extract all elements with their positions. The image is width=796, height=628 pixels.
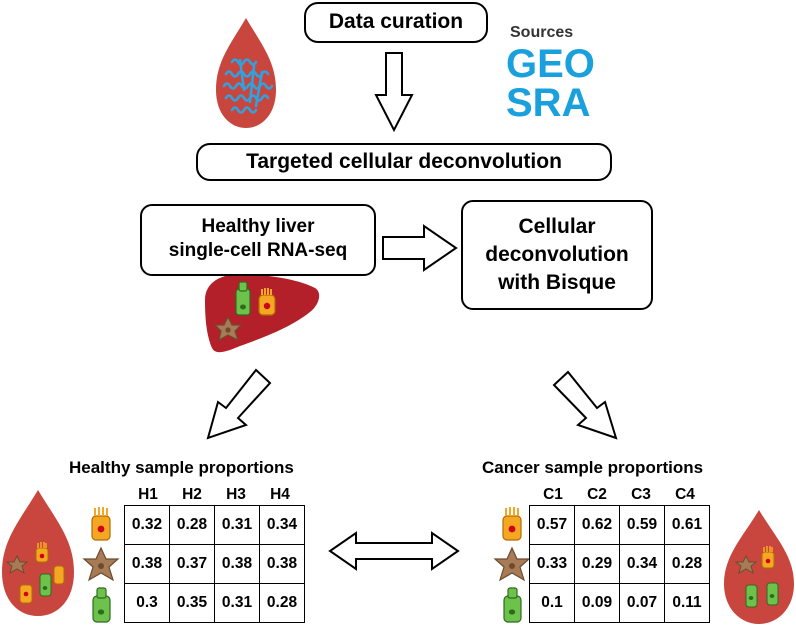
- data-curation-label: Data curation: [328, 10, 464, 33]
- reference-line-2: single-cell RNA-seq: [168, 240, 348, 261]
- table-cell: 0.38: [214, 544, 260, 584]
- table-row: 0.33 0.29 0.34 0.28: [529, 544, 710, 584]
- table-cell: 0.29: [574, 544, 620, 584]
- healthy-row-hepatocyte-icon: [91, 507, 111, 541]
- down-arrow-icon: [374, 52, 414, 133]
- stellate-cell-icon: [213, 315, 243, 342]
- healthy-proportions-table: 0.32 0.28 0.31 0.34 0.38 0.37 0.38 0.38 …: [124, 505, 305, 623]
- left-diagonal-arrow-icon: [206, 368, 272, 440]
- table-row: 0.32 0.28 0.31 0.34: [124, 505, 305, 545]
- sources-label: Sources: [510, 24, 574, 41]
- healthy-col-header: H4: [270, 486, 290, 503]
- reference-line-1: Healthy liver: [201, 216, 315, 237]
- table-cell: 0.34: [259, 505, 305, 545]
- table-cell: 0.28: [259, 583, 305, 623]
- right-diagonal-arrow-icon: [552, 370, 618, 440]
- source-geo: GEO: [506, 42, 595, 86]
- table-cell: 0.33: [529, 544, 575, 584]
- table-cell: 0.31: [214, 583, 260, 623]
- healthy-blood-drop-icon: [2, 490, 74, 616]
- table-cell: 0.1: [529, 583, 575, 623]
- table-cell: 0.32: [124, 505, 170, 545]
- cancer-title: Cancer sample proportions: [482, 458, 704, 477]
- double-arrow-icon: [328, 531, 460, 571]
- cancer-blood-drop-icon: [724, 510, 794, 624]
- table-cell: 0.31: [214, 505, 260, 545]
- table-row: 0.1 0.09 0.07 0.11: [529, 583, 710, 623]
- method-line-3: with Bisque: [498, 271, 616, 294]
- healthy-title: Healthy sample proportions: [69, 458, 294, 477]
- healthy-col-header: H2: [182, 486, 202, 503]
- table-cell: 0.07: [619, 583, 665, 623]
- right-arrow-icon: [382, 224, 458, 272]
- table-cell: 0.35: [169, 583, 215, 623]
- source-sra: SRA: [506, 81, 591, 125]
- healthy-col-header: H1: [138, 486, 158, 503]
- table-row: 0.57 0.62 0.59 0.61: [529, 505, 710, 545]
- table-cell: 0.37: [169, 544, 215, 584]
- healthy-row-stellate-icon: [82, 546, 120, 582]
- table-cell: 0.28: [169, 505, 215, 545]
- table-cell: 0.57: [529, 505, 575, 545]
- method-line-1: Cellular: [518, 215, 596, 238]
- table-cell: 0.34: [619, 544, 665, 584]
- table-row: 0.38 0.37 0.38 0.38: [124, 544, 305, 584]
- cholangiocyte-cell-icon: [235, 281, 251, 316]
- method-box: Cellular deconvolution with Bisque: [461, 200, 653, 310]
- method-line-2: deconvolution: [485, 243, 629, 266]
- cancer-col-header: C2: [587, 486, 607, 503]
- table-cell: 0.59: [619, 505, 665, 545]
- table-cell: 0.38: [124, 544, 170, 584]
- table-cell: 0.62: [574, 505, 620, 545]
- table-cell: 0.3: [124, 583, 170, 623]
- table-cell: 0.11: [664, 583, 710, 623]
- table-cell: 0.09: [574, 583, 620, 623]
- reference-box: Healthy liver single-cell RNA-seq: [140, 204, 376, 276]
- table-row: 0.3 0.35 0.31 0.28: [124, 583, 305, 623]
- cancer-row-cholangiocyte-icon: [503, 587, 522, 623]
- cancer-col-header: C4: [675, 486, 695, 503]
- cancer-row-stellate-icon: [493, 546, 531, 582]
- cancer-col-header: C3: [631, 486, 651, 503]
- data-curation-box: Data curation: [304, 2, 488, 43]
- cancer-row-hepatocyte-icon: [502, 507, 522, 541]
- deconvolution-box: Targeted cellular deconvolution: [196, 143, 612, 181]
- cancer-col-header: C1: [543, 486, 563, 503]
- healthy-col-header: H3: [226, 486, 246, 503]
- table-cell: 0.61: [664, 505, 710, 545]
- table-cell: 0.28: [664, 544, 710, 584]
- rna-strands-icon: [222, 58, 274, 114]
- table-cell: 0.38: [259, 544, 305, 584]
- deconvolution-label: Targeted cellular deconvolution: [246, 150, 562, 173]
- hepatocyte-cell-icon: [258, 288, 276, 316]
- healthy-row-cholangiocyte-icon: [92, 587, 111, 623]
- cancer-proportions-table: 0.57 0.62 0.59 0.61 0.33 0.29 0.34 0.28 …: [529, 505, 710, 623]
